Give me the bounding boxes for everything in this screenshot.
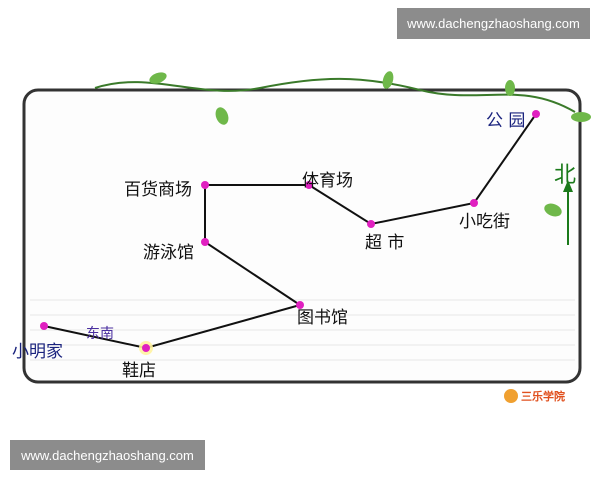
vine bbox=[94, 77, 576, 113]
leaf-4 bbox=[505, 80, 515, 96]
vine-leaves bbox=[149, 71, 591, 217]
leaf-1 bbox=[149, 72, 167, 84]
north-arrow-head bbox=[563, 180, 573, 192]
map-frame bbox=[22, 88, 582, 384]
label-snack-street: 小吃街 bbox=[459, 212, 510, 232]
node-snack-street bbox=[470, 199, 478, 207]
node-park bbox=[532, 110, 540, 118]
leaf-6 bbox=[544, 203, 562, 217]
label-park: 公 园 bbox=[486, 111, 526, 131]
node-department-store bbox=[201, 181, 209, 189]
node-stadium bbox=[305, 181, 313, 189]
logo-badge-icon bbox=[504, 389, 518, 403]
node-library bbox=[296, 301, 304, 309]
watermark-bottom: www.dachengzhaoshang.com bbox=[10, 440, 205, 470]
node-supermarket bbox=[367, 220, 375, 228]
node-home bbox=[40, 322, 48, 330]
leaf-2 bbox=[215, 107, 229, 125]
leaf-3 bbox=[382, 71, 394, 89]
label-shoe-store: 鞋店 bbox=[122, 361, 156, 381]
label-department-store: 百货商场 bbox=[124, 180, 192, 200]
paper-lines bbox=[30, 299, 575, 361]
leaf-5 bbox=[571, 112, 591, 122]
label-home: 小明家 bbox=[12, 342, 63, 362]
label-stadium: 体育场 bbox=[302, 171, 353, 191]
label-supermarket: 超 市 bbox=[365, 233, 405, 253]
node-swimming-pool bbox=[201, 238, 209, 246]
label-swimming-pool: 游泳馆 bbox=[143, 243, 194, 263]
label-southeast: 东南 bbox=[86, 326, 114, 342]
watermark-top: www.dachengzhaoshang.com bbox=[397, 8, 590, 39]
logo: 三乐学院 bbox=[504, 388, 565, 404]
nodes bbox=[40, 110, 540, 330]
label-north: 北 bbox=[554, 163, 577, 188]
logo-text: 三乐学院 bbox=[521, 390, 565, 403]
node-shoe-store bbox=[142, 344, 150, 352]
label-library: 图书馆 bbox=[297, 308, 348, 328]
